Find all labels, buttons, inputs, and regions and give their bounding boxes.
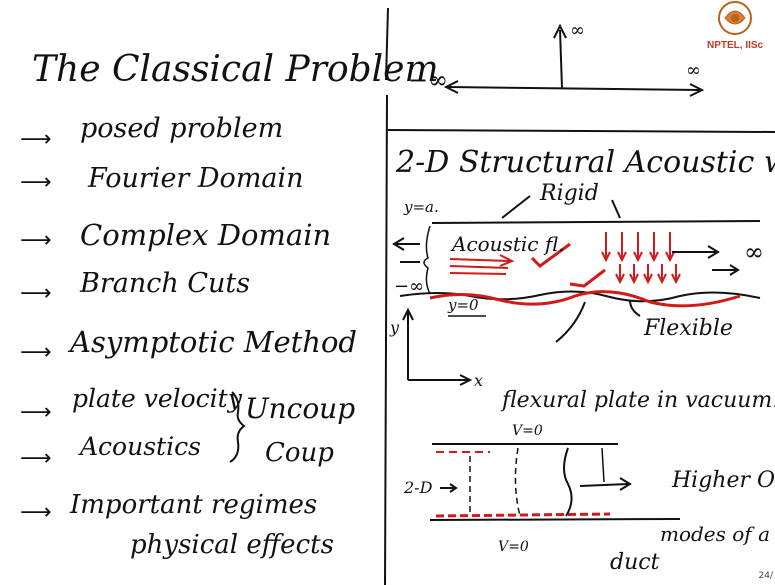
- left-infinity-label: −∞: [394, 278, 424, 296]
- height-brace: [424, 226, 430, 294]
- waveguide-heading: 2-D Structural Acoustic waveguide: [396, 148, 775, 178]
- rigid-pointer-2: [612, 200, 620, 218]
- flexural-plate-text: flexural plate in vacuum.: [502, 390, 775, 412]
- red-check-mark: [570, 270, 605, 286]
- rigid-pointer: [502, 196, 530, 218]
- modes-of-a-text: modes of a: [660, 524, 770, 544]
- nptel-logo: NPTEL, IISc: [705, 0, 765, 62]
- rigid-wall: [432, 221, 760, 223]
- v-zero-bottom-label: V=0: [498, 540, 529, 554]
- nptel-logo-text: NPTEL, IISc: [707, 40, 763, 51]
- pressure-arrows-red: [602, 232, 680, 282]
- red-dashed-bottom: [436, 514, 610, 516]
- y-axis-label: y: [390, 320, 399, 336]
- two-d-label: 2-D: [404, 480, 432, 496]
- flexible-pointer: [556, 302, 585, 342]
- acoustic-fluid-label: Acoustic fl.: [452, 234, 565, 254]
- page-number: 24/: [759, 571, 773, 581]
- higher-order-text: Higher Order: [672, 470, 775, 492]
- top-plot-vertical: [560, 30, 562, 88]
- v-zero-top-label: V=0: [512, 424, 543, 438]
- pos-infinity-label: ∞: [686, 62, 701, 80]
- mode-line: [602, 448, 604, 482]
- vertical-divider: [385, 8, 388, 585]
- duct-arrow-out: [580, 484, 628, 486]
- flexible-label: Flexible: [644, 318, 733, 340]
- nptel-emblem-icon: [705, 0, 765, 62]
- x-axis-label: x: [474, 373, 483, 389]
- top-plot-axis: [448, 87, 700, 90]
- right-infinity-label: ∞: [744, 240, 764, 264]
- section-separator: [388, 130, 775, 132]
- curly-brace: [230, 392, 244, 462]
- duct-text: duct: [610, 552, 659, 574]
- up-infinity-label: ∞: [570, 22, 585, 40]
- y-equals-0-label: y=0: [448, 298, 479, 313]
- neg-infinity-label: −∞: [408, 68, 448, 92]
- flexible-pointer-2: [630, 300, 640, 316]
- mode-curve: [564, 448, 572, 516]
- rigid-label: Rigid: [540, 183, 599, 205]
- mode-line: [515, 448, 520, 516]
- y-equals-a-label: y=a.: [404, 200, 439, 215]
- duct-bottom-wall: [430, 519, 680, 520]
